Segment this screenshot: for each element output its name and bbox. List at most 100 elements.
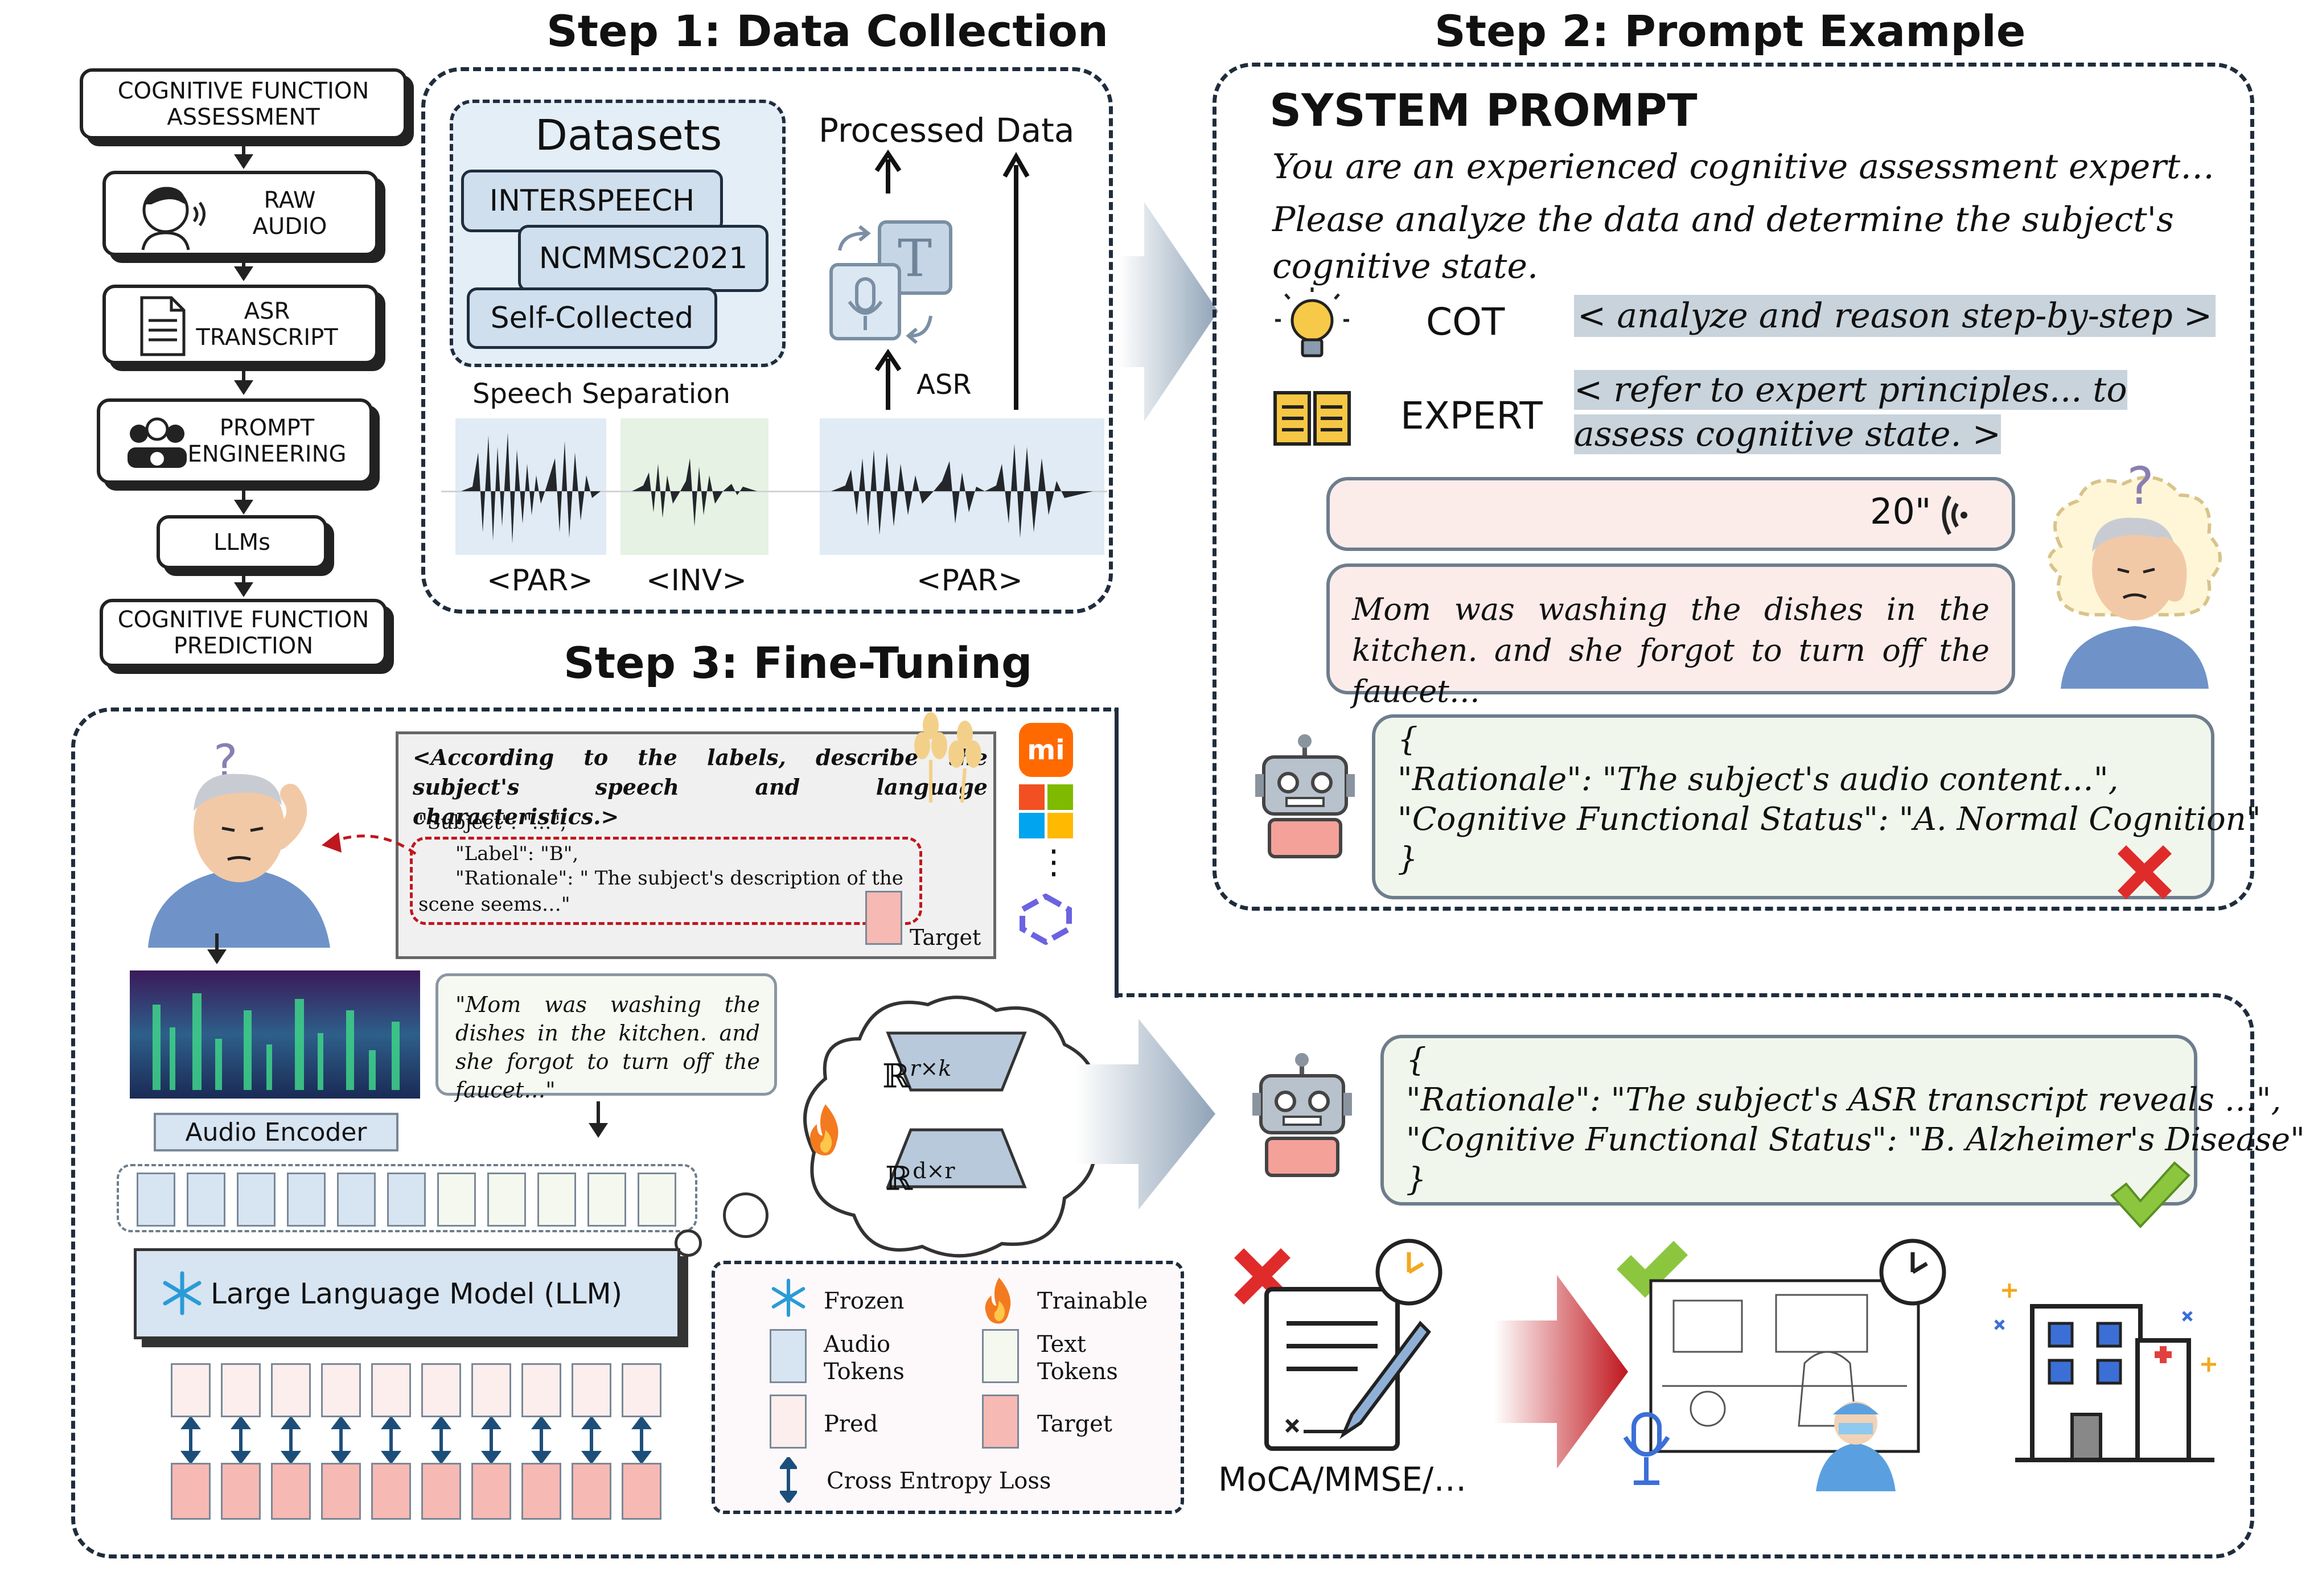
step2-transcript: Mom was washing the dishes in the kitche… xyxy=(1352,591,1990,709)
legend-audio-tokens: Audio Tokens xyxy=(824,1331,905,1385)
json-label: "Label": "B", xyxy=(455,842,579,865)
trainable-flame-icon xyxy=(809,1104,839,1155)
hospital-icon xyxy=(1994,1284,2216,1462)
thought-bubble-dot xyxy=(675,1229,702,1257)
par-label: <PAR> xyxy=(487,563,593,598)
flow-arrow xyxy=(234,572,253,597)
dataset-label: INTERSPEECH xyxy=(489,184,695,218)
step3-panel-border xyxy=(71,707,1119,1558)
pred-token xyxy=(622,1363,661,1417)
label-prompt-text: <According to the labels, describe the s… xyxy=(413,744,988,829)
legend-frozen: Frozen xyxy=(824,1288,905,1314)
dataset-interspeech: INTERSPEECH xyxy=(461,170,723,232)
flow-asr-transcript: ASR TRANSCRIPT xyxy=(102,285,379,364)
response-close: } xyxy=(1398,841,1418,878)
target-token xyxy=(471,1463,511,1520)
target-token xyxy=(371,1463,411,1520)
legend-target: Target xyxy=(1037,1411,1112,1437)
result-rationale: "Rationale": "The subject's ASR transcri… xyxy=(1406,1081,2282,1118)
processed-arrows xyxy=(874,149,1030,410)
audio-token xyxy=(137,1173,175,1227)
legend-pred-swatch xyxy=(770,1395,807,1449)
processed-data-title: Processed Data xyxy=(819,111,1075,150)
text-token xyxy=(487,1173,526,1227)
flow-raw-audio: RAW AUDIO xyxy=(102,171,379,256)
correct-check-icon xyxy=(2110,1161,2190,1228)
response-open: { xyxy=(1398,721,1418,758)
spectrogram-image xyxy=(130,970,420,1099)
response-status: "Cognitive Functional Status": "A. Norma… xyxy=(1398,801,2261,838)
json-subject: "Subject": "…", xyxy=(418,811,566,834)
system-prompt-line1: You are an experienced cognitive assessm… xyxy=(1272,147,2215,187)
target-token xyxy=(622,1463,661,1520)
inv-label: <INV> xyxy=(646,563,747,598)
target-token xyxy=(221,1463,261,1520)
flow-label: LLMs xyxy=(213,529,270,556)
token-strip xyxy=(117,1164,697,1232)
pred-token xyxy=(572,1363,611,1417)
pred-token xyxy=(221,1363,261,1417)
flow-label: RAW AUDIO xyxy=(252,187,327,240)
result-panel-border xyxy=(1115,993,2254,1558)
inv-waveform xyxy=(632,458,757,526)
red-transition-arrow xyxy=(1494,1275,1628,1469)
pred-token xyxy=(321,1363,361,1417)
lora-a-sup: r×k xyxy=(910,1056,952,1081)
step2-title: Step 2: Prompt Example xyxy=(1435,6,2026,56)
digital-assessment-scene-icon xyxy=(1617,1239,1946,1491)
engineering-team-icon xyxy=(128,417,187,468)
par-waveform-bg xyxy=(455,418,606,555)
target-token xyxy=(421,1463,461,1520)
pred-token xyxy=(371,1363,411,1417)
audio-clip-bubble[interactable] xyxy=(1326,477,2015,551)
lora-cloud xyxy=(803,996,1097,1258)
legend-flame-icon xyxy=(985,1277,1011,1324)
paper-test-icon xyxy=(1234,1239,1442,1451)
step1-to-step2-arrow xyxy=(1119,202,1218,421)
legend-target-swatch xyxy=(982,1395,1019,1449)
llm-box: Large Language Model (LLM) xyxy=(134,1248,680,1339)
par2-label: <PAR> xyxy=(916,563,1023,598)
xiaomi-logo-icon: mi xyxy=(1019,723,1073,777)
snowflake-icon xyxy=(163,1271,202,1315)
step2-response: { "Rationale": "The subject's audio cont… xyxy=(1398,720,2261,879)
confused-elderly-person-icon: ? xyxy=(2048,461,2222,689)
document-icon xyxy=(140,296,186,356)
result-response: { "Rationale": "The subject's ASR transc… xyxy=(1406,1040,2305,1200)
pred-token xyxy=(171,1363,211,1417)
wrong-cross-icon xyxy=(2118,845,2172,899)
pred-token xyxy=(421,1363,461,1417)
pred-token xyxy=(521,1363,561,1417)
moca-mmse-label: MoCA/MMSE/… xyxy=(1218,1460,1467,1499)
audio-token xyxy=(337,1173,376,1227)
legend-trainable: Trainable xyxy=(1037,1288,1148,1314)
lora-b-main: ℝ xyxy=(885,1159,913,1198)
response-rationale: "Rationale": "The subject's audio conten… xyxy=(1398,761,2119,798)
transcript-bubble xyxy=(1326,563,2015,694)
audio-duration: 20" xyxy=(1870,491,1931,532)
step2-panel xyxy=(1213,63,2254,911)
text-token xyxy=(587,1173,626,1227)
pred-token xyxy=(471,1363,511,1417)
lora-matrix-b: ℝd×r xyxy=(885,1158,955,1198)
step1-panel xyxy=(421,67,1113,614)
cot-label: COT xyxy=(1426,300,1505,344)
audio-token xyxy=(187,1173,225,1227)
audio-token xyxy=(287,1173,326,1227)
person-to-spectrogram-arrow xyxy=(207,933,227,964)
json-target-region xyxy=(410,837,922,925)
lora-b-sup: d×r xyxy=(913,1158,955,1183)
expert-text-highlight: < refer to expert principles... to asses… xyxy=(1574,370,2127,454)
asr-label: ASR xyxy=(916,369,972,401)
dataset-label: Self-Collected xyxy=(490,301,694,335)
speech-separation-label: Speech Separation xyxy=(472,378,731,410)
flow-label: COGNITIVE FUNCTION ASSESSMENT xyxy=(117,77,369,130)
audio-encoder-label: Audio Encoder xyxy=(185,1117,367,1147)
flow-arrow xyxy=(234,259,253,281)
qwen-logo-icon xyxy=(1020,894,1072,945)
flow-label: PROMPT ENGINEERING xyxy=(187,415,347,467)
cot-text: < analyze and reason step-by-step > xyxy=(1574,295,2216,337)
text-token xyxy=(537,1173,576,1227)
legend-snowflake-icon xyxy=(771,1278,805,1317)
result-open: { xyxy=(1406,1042,1427,1079)
